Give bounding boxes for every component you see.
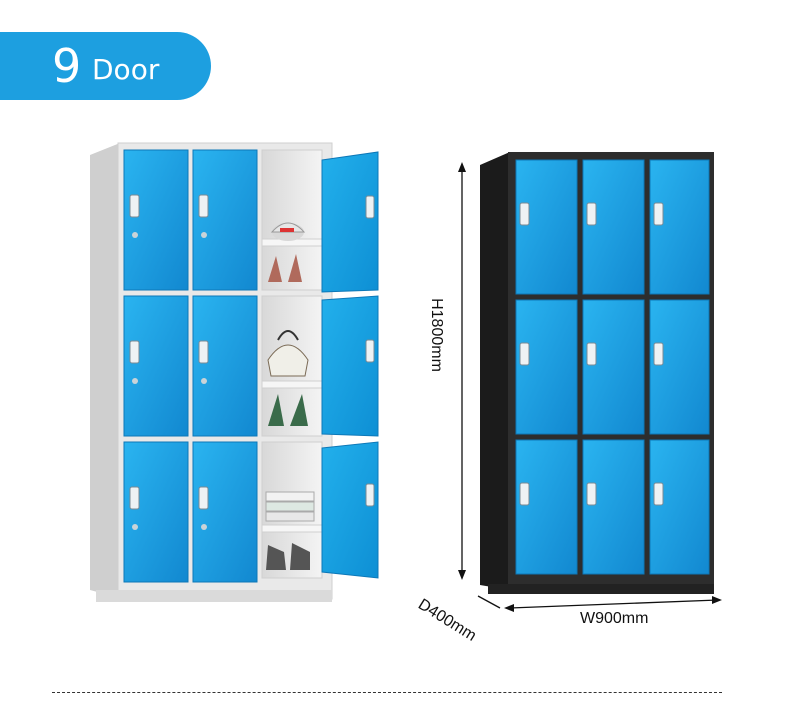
folded-clothes-item [265,491,315,502]
height-label: H1800mm [428,298,445,372]
black-cabinet [480,152,714,594]
dimension-lines [458,162,722,612]
open-compartments [261,149,323,579]
white-cabinet [90,142,379,602]
green-heels-item [268,394,308,426]
heels-item [268,254,302,282]
dashed-divider [52,692,722,693]
sneakers-item [266,543,310,570]
handbag-item [267,344,309,377]
open-doors [321,151,379,579]
closed-doors-white [123,149,258,583]
closed-doors-black [515,159,710,575]
width-label: W900mm [580,610,649,627]
door-count: 9 [52,39,82,93]
door-word: Door [92,53,160,86]
title-badge: 9 Door [0,32,211,100]
